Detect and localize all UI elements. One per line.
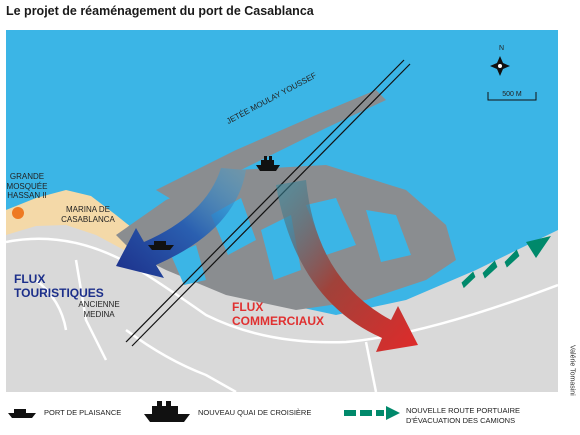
marina-label: MARINA DE CASABLANCA — [61, 205, 115, 224]
compass-north-label: N — [499, 45, 505, 52]
tourist-flux-label: FLUX TOURISTIQUES — [14, 272, 104, 300]
medina-label: ANCIENNE MEDINA — [78, 300, 120, 319]
rail-lines — [125, 59, 411, 347]
cruise-ship-icon — [144, 401, 190, 422]
credit: Valérie Tomasini — [569, 345, 576, 396]
basin — [171, 245, 206, 285]
tourist-flux-arrow — [116, 168, 246, 278]
commercial-flux-label: FLUX COMMERCIAUX — [232, 300, 324, 328]
legend-cruise-label: NOUVEAU QUAI DE CROISIÈRE — [198, 408, 312, 417]
marina-zone — [6, 190, 141, 250]
legend-cruise-quay: NOUVEAU QUAI DE CROISIÈRE — [142, 400, 311, 424]
marina-boat-icon — [148, 241, 174, 250]
map-title: Le projet de réaménagement du port de Ca… — [6, 4, 314, 18]
scale-label: 500 M — [502, 91, 522, 98]
compass-icon — [490, 56, 510, 76]
truck-route-arrow — [461, 236, 551, 289]
basin — [366, 210, 411, 262]
cruise-ship-icon — [256, 156, 280, 171]
basin — [306, 198, 356, 255]
legend-truck-label: NOUVELLE ROUTE PORTUAIRE D'ÉVACUATION DE… — [406, 406, 521, 425]
marina-boat-icon — [8, 409, 36, 418]
roads — [6, 237, 558, 392]
commercial-flux-arrow — [276, 180, 418, 352]
mosque-dot — [12, 207, 24, 219]
port-map — [6, 30, 558, 392]
truck-route-icon — [344, 406, 400, 420]
legend-marina-port: PORT DE PLAISANCE — [6, 406, 121, 420]
scale-bar — [487, 92, 537, 101]
legend-marina-label: PORT DE PLAISANCE — [44, 408, 122, 417]
mosque-label: GRANDE MOSQUÉE HASSAN II — [6, 172, 48, 200]
legend-truck-route: NOUVELLE ROUTE PORTUAIRE D'ÉVACUATION DE… — [344, 406, 556, 426]
jetee-moulay-youssef — [156, 90, 386, 202]
